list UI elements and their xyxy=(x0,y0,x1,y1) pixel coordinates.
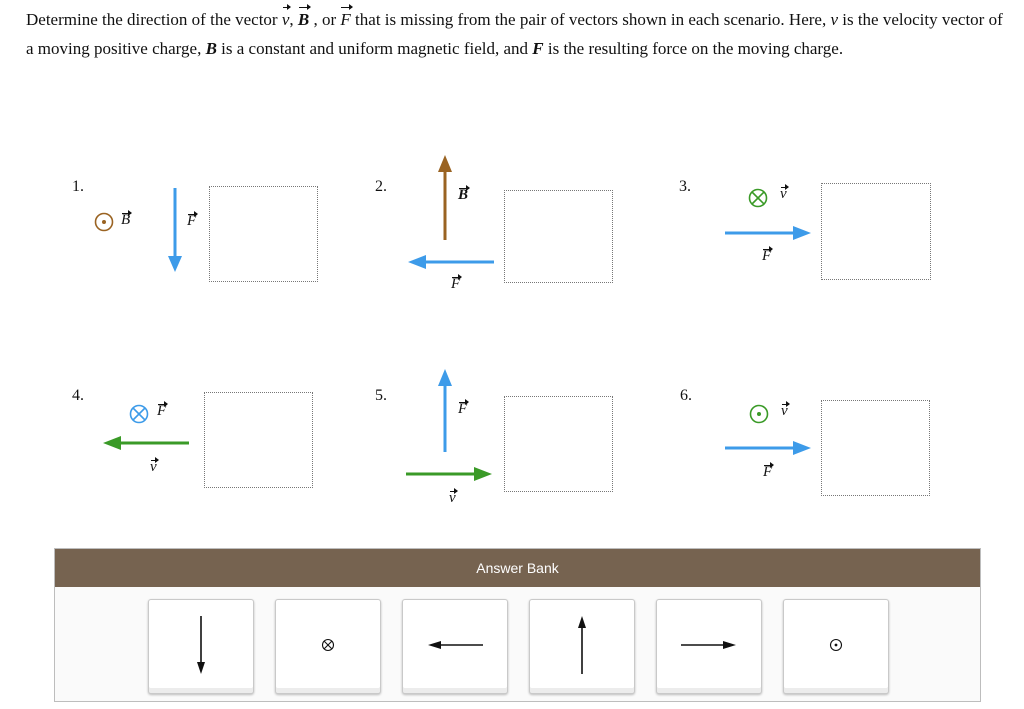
answer-tile-into-page[interactable] xyxy=(275,599,381,694)
up-arrow-icon xyxy=(438,155,452,240)
scenario-number: 4. xyxy=(72,387,84,404)
scenario-number: 2. xyxy=(375,178,387,195)
answer-drop-zone-6[interactable] xyxy=(821,400,930,496)
right-arrow-icon xyxy=(725,441,811,455)
vector-label: F xyxy=(157,401,169,419)
into-page-icon xyxy=(748,188,768,208)
vector-label: F xyxy=(763,462,775,480)
vector-label: v xyxy=(780,184,789,202)
scenario-3: 3. v F xyxy=(679,178,931,280)
vector-label: F xyxy=(762,246,774,264)
answer-tile-out-of-page[interactable] xyxy=(783,599,889,694)
left-arrow-icon xyxy=(408,255,494,269)
up-arrow-icon xyxy=(438,369,452,452)
answer-bank: Answer Bank xyxy=(54,548,981,702)
question-text: Determine the direction of the vector v,… xyxy=(26,4,1011,63)
answer-drop-zone-3[interactable] xyxy=(821,183,931,280)
into-page-icon xyxy=(321,638,335,652)
out-of-page-icon xyxy=(94,212,114,232)
right-arrow-icon xyxy=(406,467,492,481)
answer-tile-left[interactable] xyxy=(402,599,508,694)
out-of-page-icon xyxy=(749,404,769,424)
answer-tile-up[interactable] xyxy=(529,599,635,694)
answer-tile-down[interactable] xyxy=(148,599,254,694)
into-page-icon xyxy=(129,404,149,424)
up-arrow-icon xyxy=(578,616,586,674)
vector-label: F xyxy=(451,274,463,292)
vector-label: F xyxy=(458,399,470,417)
down-arrow-icon xyxy=(168,188,182,272)
answer-drop-zone-2[interactable] xyxy=(504,190,613,283)
vector-label: F xyxy=(187,211,199,229)
down-arrow-icon xyxy=(197,616,205,674)
out-of-page-icon xyxy=(829,638,843,652)
right-arrow-icon xyxy=(681,641,736,649)
scenario-number: 1. xyxy=(72,178,84,195)
scenario-number: 3. xyxy=(679,178,691,195)
vector-label: v xyxy=(449,488,458,506)
right-arrow-icon xyxy=(725,226,811,240)
left-arrow-icon xyxy=(428,641,483,649)
vector-label: B xyxy=(458,185,471,203)
answer-bank-header: Answer Bank xyxy=(55,549,980,587)
vector-label: v xyxy=(781,401,790,419)
answer-tile-right[interactable] xyxy=(656,599,762,694)
vector-label: B xyxy=(121,210,133,228)
answer-drop-zone-1[interactable] xyxy=(209,186,318,282)
answer-drop-zone-5[interactable] xyxy=(504,396,613,492)
scenario-number: 6. xyxy=(680,387,692,404)
answer-drop-zone-4[interactable] xyxy=(204,392,313,488)
vector-label: v xyxy=(150,457,159,475)
scenario-number: 5. xyxy=(375,387,387,404)
left-arrow-icon xyxy=(103,436,189,450)
